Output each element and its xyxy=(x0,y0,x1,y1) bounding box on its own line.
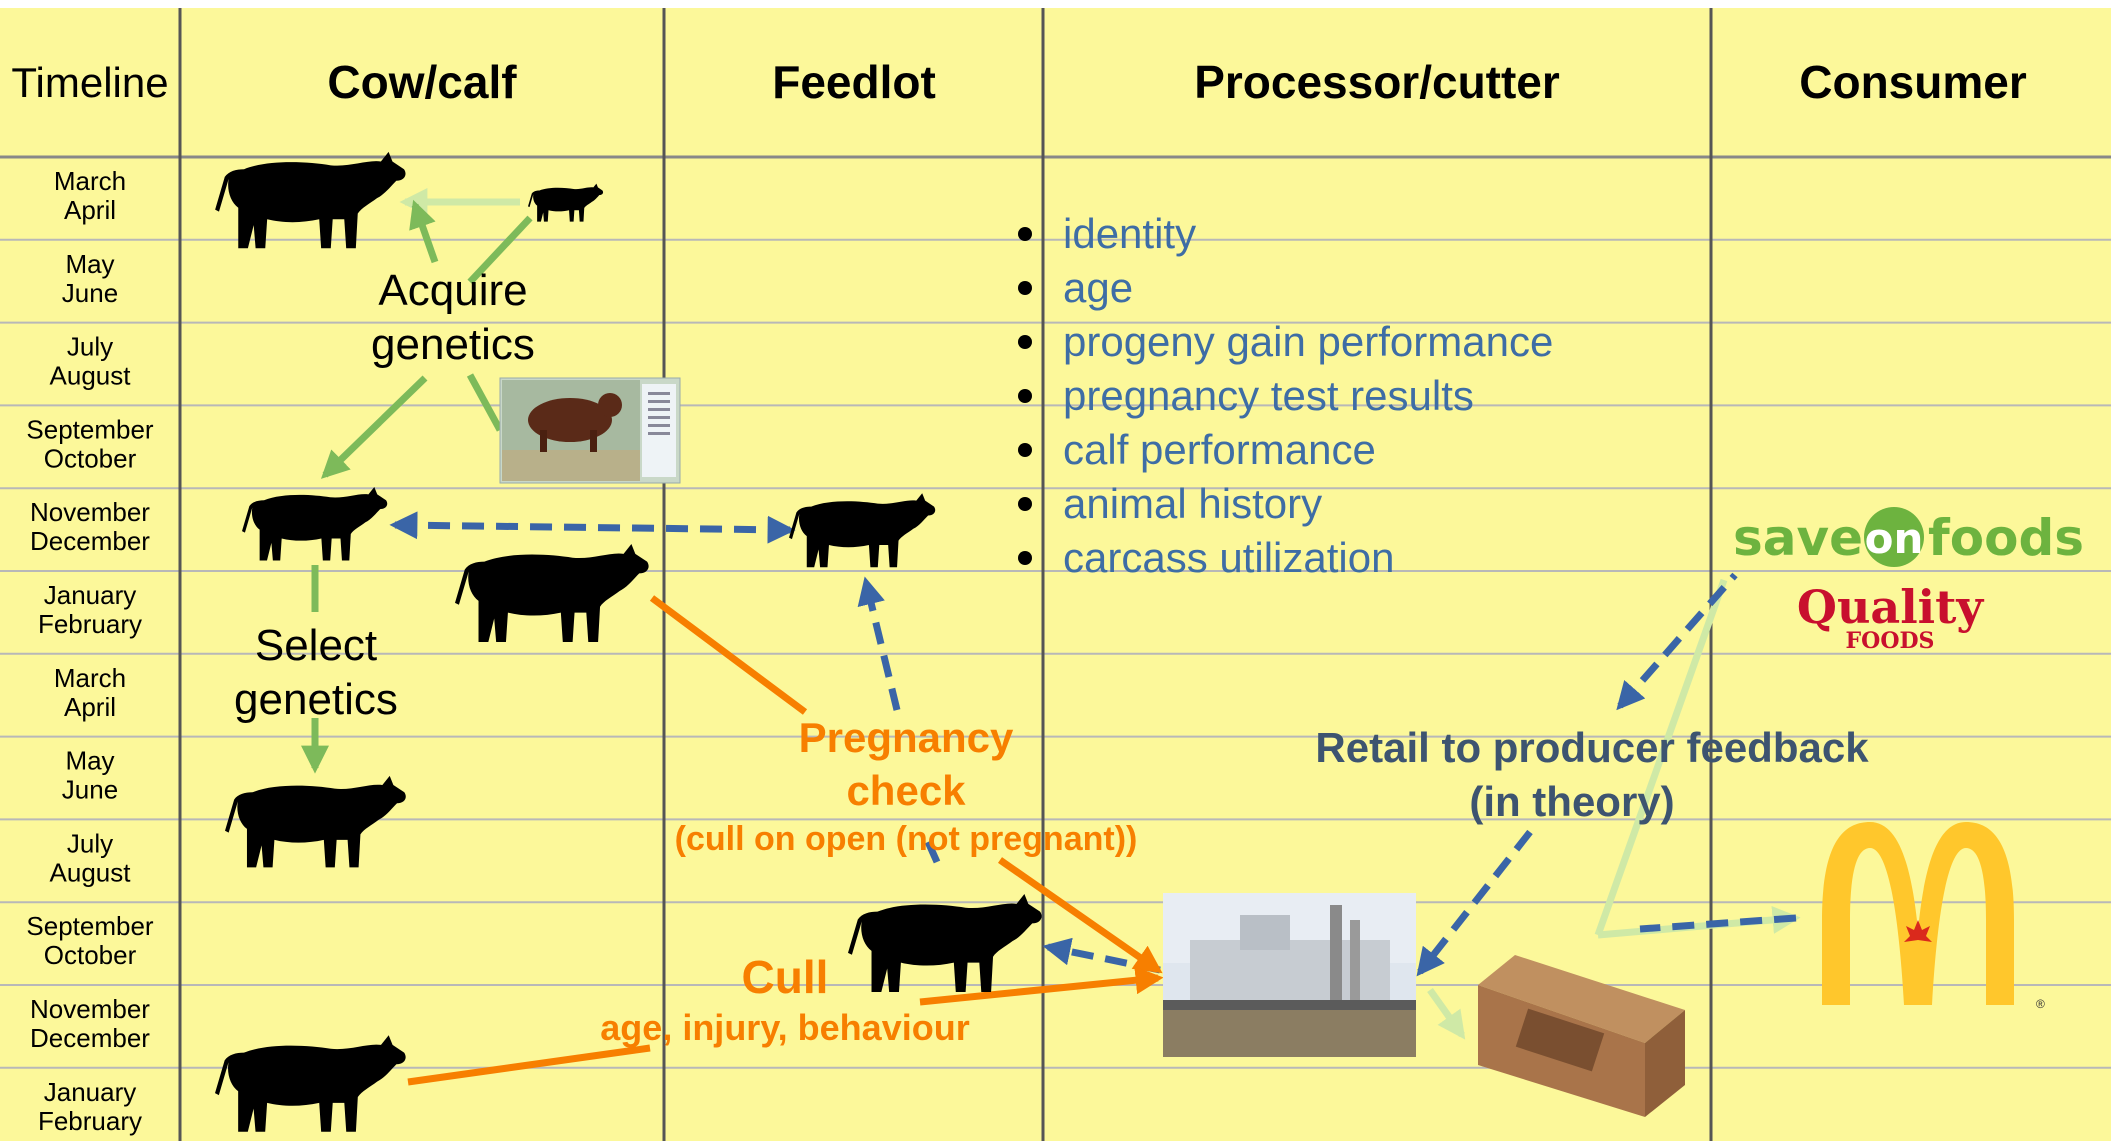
arrow-acquire-to-heifer xyxy=(320,375,428,479)
svg-text:age, injury, behaviour: age, injury, behaviour xyxy=(600,1007,969,1048)
timeline-month: March xyxy=(54,166,126,196)
timeline-month: August xyxy=(50,361,132,391)
svg-text:Acquire: Acquire xyxy=(378,266,527,315)
timeline-month: March xyxy=(54,663,126,693)
save-on-foods-logo: save on foods xyxy=(1733,507,2084,567)
arrow-genetics-to-calf xyxy=(467,215,533,285)
timeline-month: November xyxy=(30,994,150,1024)
list-bullet xyxy=(1018,335,1032,349)
arrow-bull-to-cow xyxy=(409,199,439,264)
timeline-month: September xyxy=(26,414,154,444)
timeline-month: April xyxy=(64,692,116,722)
cull-label: Cull age, injury, behaviour xyxy=(600,951,969,1048)
svg-text:(cull on open (not pregnant)): (cull on open (not pregnant)) xyxy=(675,820,1138,858)
arrow-cow-to-pregcheck xyxy=(649,595,808,715)
mcdonalds-logo: ® xyxy=(1822,822,2045,1011)
svg-text:check: check xyxy=(846,767,966,814)
arrow-pregcheck-to-feedlot xyxy=(857,576,901,711)
timeline-month: April xyxy=(64,195,116,225)
arrow-acquire-to-bull-photo xyxy=(466,373,504,432)
arrow-pregcheck-to-plant xyxy=(998,857,1163,974)
svg-text:foods: foods xyxy=(1928,509,2084,567)
arrow-feedback-to-plant xyxy=(1416,829,1533,977)
bull-sale-sheet-photo xyxy=(499,377,681,484)
timeline-month: January xyxy=(44,580,137,610)
beef-box-photo xyxy=(1478,955,1685,1117)
timeline-month: August xyxy=(50,857,132,887)
data-item: pregnancy test results xyxy=(1063,372,1474,419)
timeline-month: December xyxy=(30,1023,150,1053)
list-bullet xyxy=(1018,227,1032,241)
select-genetics-label: Select genetics xyxy=(234,621,398,724)
arrow-plant-to-box xyxy=(1427,987,1466,1040)
orange-arrows xyxy=(407,595,1164,1086)
timeline-month: May xyxy=(65,746,114,776)
svg-text:Cull: Cull xyxy=(742,951,829,1003)
svg-text:Select: Select xyxy=(255,621,377,670)
timeline-month: June xyxy=(62,775,118,805)
arrow-cull-to-plant xyxy=(919,966,1164,1006)
svg-text:(in theory): (in theory) xyxy=(1469,778,1674,825)
svg-text:on: on xyxy=(1865,514,1924,563)
data-item: age xyxy=(1063,264,1133,311)
timeline-month: October xyxy=(44,940,137,970)
list-bullet xyxy=(1018,389,1032,403)
svg-text:FOODS: FOODS xyxy=(1846,628,1935,654)
header-processor: Processor/cutter xyxy=(1194,56,1560,108)
svg-text:Retail to producer feedback: Retail to producer feedback xyxy=(1315,724,1869,771)
arrow-box-to-saveon xyxy=(1594,578,1728,937)
arrow-box-to-mcd xyxy=(1597,905,1801,939)
header-feedlot: Feedlot xyxy=(772,56,936,108)
arrow-pregcheck-to-cull xyxy=(921,833,941,864)
arrow-mcd-to-plant xyxy=(1639,914,1797,933)
timeline-month: December xyxy=(30,526,150,556)
svg-text:save: save xyxy=(1733,509,1863,567)
pregnancy-check-label: Pregnancy check (cull on open (not pregn… xyxy=(675,714,1138,858)
green-arrows xyxy=(301,188,1801,1040)
svg-text:genetics: genetics xyxy=(371,320,535,369)
timeline-month: July xyxy=(67,332,113,362)
data-item: calf performance xyxy=(1063,426,1376,473)
timeline-month: February xyxy=(38,1106,142,1136)
data-item: carcass utilization xyxy=(1063,534,1394,581)
top-strip xyxy=(0,0,2111,8)
arrow-feedback-to-saveon xyxy=(1616,572,1738,711)
data-item: progeny gain performance xyxy=(1063,318,1553,365)
list-bullet xyxy=(1018,443,1032,457)
processing-plant-photo xyxy=(1163,893,1416,1057)
timeline-month: September xyxy=(26,911,154,941)
timeline-month: February xyxy=(38,609,142,639)
timeline-month: January xyxy=(44,1077,137,1107)
data-items-list: identity age progeny gain performance pregn… xyxy=(1018,210,1553,581)
timeline-month: July xyxy=(67,828,113,858)
header-consumer: Consumer xyxy=(1799,56,2027,108)
list-bullet xyxy=(1018,281,1032,295)
timeline-labels: MarchAprilMayJuneJulyAugustSeptemberOcto… xyxy=(26,166,154,1136)
quality-foods-logo: Quality FOODS xyxy=(1797,580,1985,654)
timeline-month: October xyxy=(44,443,137,473)
timeline-month: June xyxy=(62,278,118,308)
svg-text:®: ® xyxy=(2036,997,2045,1011)
svg-text:genetics: genetics xyxy=(234,675,398,724)
arrow-oldcow-to-cull xyxy=(407,1044,651,1086)
list-bullet xyxy=(1018,497,1032,511)
timeline-month: November xyxy=(30,497,150,527)
svg-text:Quality: Quality xyxy=(1797,580,1985,634)
list-bullet xyxy=(1018,551,1032,565)
header-cow-calf: Cow/calf xyxy=(327,56,517,108)
timeline-month: May xyxy=(65,249,114,279)
svg-text:Pregnancy: Pregnancy xyxy=(799,714,1014,761)
data-item: identity xyxy=(1063,210,1196,257)
header-timeline: Timeline xyxy=(11,59,168,106)
acquire-genetics-label: Acquire genetics xyxy=(371,266,535,369)
feedback-label: Retail to producer feedback (in theory) xyxy=(1315,724,1869,825)
data-item: animal history xyxy=(1063,480,1322,527)
